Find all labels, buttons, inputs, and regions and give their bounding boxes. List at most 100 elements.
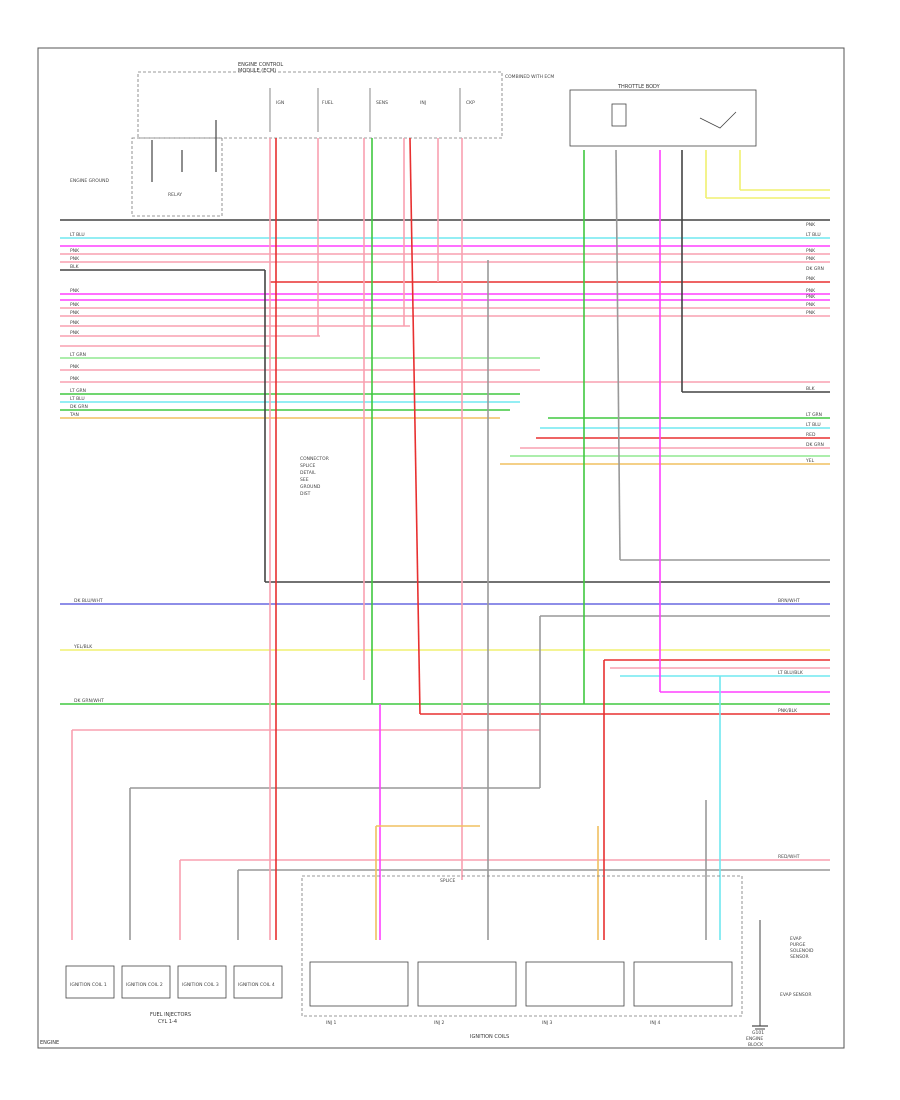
- mid-labels: DK BLU/WHT YEL/BLK DK GRN/WHT BRN/WHT LT…: [73, 598, 804, 860]
- left-row-label-4: BLK: [70, 264, 80, 270]
- mid-label-5: LT BLU/BLK: [778, 670, 804, 676]
- center-note-line-1: CONNECTOR: [300, 456, 329, 462]
- throttle-body-title: THROTTLE BODY: [617, 84, 661, 90]
- ecm-pin-label-1: IGN: [276, 100, 284, 106]
- right-row-label-6: PNK: [806, 276, 816, 282]
- right-row-label-4: PNK: [806, 256, 816, 262]
- ignition-coil-2: [121, 965, 171, 999]
- left-row-label-3: PNK: [70, 256, 80, 262]
- ground-label-3: BLOCK: [748, 1042, 764, 1048]
- left-row-labels: LT BLU PNK PNK BLK PNK PNK PNK PNK PNK L…: [69, 232, 88, 418]
- left-relay-label: RELAY: [168, 192, 182, 198]
- footer-code: ENGINE: [40, 1040, 59, 1046]
- left-row-label-11: PNK: [70, 364, 80, 370]
- mid-label-3: DK GRN/WHT: [74, 698, 104, 704]
- left-row-label-7: PNK: [70, 310, 80, 316]
- right-row-label-3: PNK: [806, 248, 816, 254]
- ignition-coils-title: IGNITION COILS: [470, 1034, 509, 1040]
- right-row-labels: PNK LT BLU PNK PNK DK GRN PNK PNK PNK PN…: [805, 222, 824, 464]
- left-ground-label: ENGINE GROUND: [70, 178, 109, 184]
- left-row-label-15: DK GRN: [70, 404, 88, 410]
- bottom-ground: G101 ENGINE BLOCK: [746, 920, 768, 1048]
- left-row-label-12: PNK: [70, 376, 80, 382]
- evap-label: EVAP SENSOR: [780, 992, 811, 998]
- injector-label-3: INJ 3: [542, 1020, 552, 1026]
- injector-4: [633, 961, 733, 1007]
- left-row-label-16: TAN: [69, 412, 79, 418]
- ignition-coils-title-2: CYL 1-4: [158, 1019, 177, 1025]
- ecm-title-line2: MODULE (ECM): [238, 68, 276, 74]
- left-row-label-5: PNK: [70, 288, 80, 294]
- throttle-body-module: THROTTLE BODY: [569, 84, 757, 147]
- ecm-pin-label-5: CKP: [466, 100, 475, 106]
- left-row-label-10: LT GRN: [70, 352, 86, 358]
- left-row-label-1: LT BLU: [70, 232, 85, 238]
- splice-label: SPLICE: [440, 878, 456, 884]
- left-row-label-6: PNK: [70, 302, 80, 308]
- ecm-pin-label-3: SENS: [376, 100, 388, 106]
- right-note-line-3: SOLENOID: [790, 948, 814, 954]
- right-row-label-12: LT GRN: [806, 412, 822, 418]
- right-row-label-9: PNK: [806, 302, 816, 308]
- mid-label-4: BRN/WHT: [778, 598, 800, 604]
- ecm-title-line1: ENGINE CONTROL: [238, 62, 283, 68]
- center-note-line-5: GROUND: [300, 484, 321, 490]
- center-note-line-2: SPLICE: [300, 463, 316, 469]
- left-row-label-2: PNK: [70, 248, 80, 254]
- ignition-coils-group: IGNITION COIL 1 IGNITION COIL 2 IGNITION…: [65, 965, 283, 1025]
- right-row-label-7: PNK: [806, 288, 816, 294]
- right-row-label-11: BLK: [806, 386, 816, 392]
- center-note: CONNECTOR SPLICE DETAIL SEE GROUND DIST: [300, 456, 329, 497]
- left-relay-group: ENGINE GROUND RELAY: [70, 120, 223, 217]
- wire-bus-vertical: [71, 137, 830, 940]
- mid-label-7: PNK/BLK: [778, 708, 798, 714]
- right-row-label-14: RED: [806, 432, 816, 438]
- right-note-line-2: PURGE: [790, 942, 806, 948]
- ground-label-1: G101: [752, 1030, 764, 1036]
- mid-label-6: RED/WHT: [778, 854, 800, 860]
- evap-note: EVAP PURGE SOLENOID SENSOR EVAP SENSOR: [780, 936, 814, 998]
- ignition-coil-1: [65, 965, 115, 999]
- right-note-line-1: EVAP: [790, 936, 802, 942]
- ecm-note: COMBINED WITH ECM: [505, 74, 554, 80]
- center-note-line-3: DETAIL: [300, 470, 316, 476]
- right-row-label-5: DK GRN: [806, 266, 824, 272]
- ecm-pin-label-2: FUEL: [322, 100, 334, 106]
- right-row-label-13: LT BLU: [806, 422, 821, 428]
- injector-label-1: INJ 1: [326, 1020, 336, 1026]
- injectors-group: INJ 1 INJ 2 INJ 3 INJ 4 IGNITION COILS S…: [301, 875, 743, 1040]
- mid-label-2: YEL/BLK: [73, 644, 93, 650]
- ignition-coil-label-2: IGNITION COIL 2: [126, 982, 163, 988]
- ecm-pin-label-4: INJ: [420, 100, 426, 106]
- ground-label-2: ENGINE: [746, 1036, 763, 1042]
- ignition-coil-label-4: IGNITION COIL 4: [238, 982, 275, 988]
- ignition-coils-title-1: FUEL INJECTORS: [150, 1012, 191, 1018]
- left-row-label-9: PNK: [70, 330, 80, 336]
- right-note-line-4: SENSOR: [790, 954, 809, 960]
- ignition-coil-label-3: IGNITION COIL 3: [182, 982, 219, 988]
- ignition-coil-label-1: IGNITION COIL 1: [70, 982, 107, 988]
- left-row-label-13: LT GRN: [70, 388, 86, 394]
- right-row-label-10: PNK: [806, 310, 816, 316]
- injector-3: [525, 961, 625, 1007]
- center-note-line-6: DIST: [300, 491, 311, 497]
- right-row-label-15: DK GRN: [806, 442, 824, 448]
- wire-bus-horizontal: [60, 219, 830, 871]
- right-row-label-8: PNK: [806, 294, 816, 300]
- left-row-label-8: PNK: [70, 320, 80, 326]
- injector-1: [309, 961, 409, 1007]
- center-note-line-4: SEE: [300, 477, 309, 483]
- ignition-coil-3: [177, 965, 227, 999]
- injector-label-4: INJ 4: [650, 1020, 660, 1026]
- diagram-frame: [37, 47, 845, 1049]
- right-row-label-16: YEL: [805, 458, 815, 464]
- ecm-module: ENGINE CONTROL MODULE (ECM) COMBINED WIT…: [137, 62, 554, 139]
- ignition-coil-4: [233, 965, 283, 999]
- injector-2: [417, 961, 517, 1007]
- mid-label-1: DK BLU/WHT: [74, 598, 103, 604]
- right-row-label-1: PNK: [806, 222, 816, 228]
- injector-label-2: INJ 2: [434, 1020, 444, 1026]
- left-row-label-14: LT BLU: [70, 396, 85, 402]
- right-row-label-2: LT BLU: [806, 232, 821, 238]
